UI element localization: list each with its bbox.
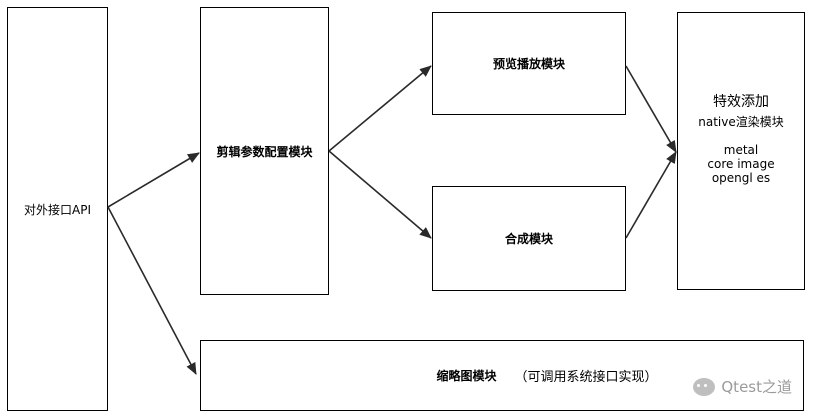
effects-node: 特效添加 native渲染模块 metal core image opengl … — [677, 12, 805, 290]
thumbnail-node-label: 缩略图模块 — [436, 369, 497, 383]
wechat-icon — [693, 377, 716, 396]
edge-config-combine — [328, 150, 432, 239]
effects-line-opengl: opengl es — [711, 171, 771, 185]
api-node-label: 对外接口API — [24, 202, 91, 217]
thumbnail-node: 缩略图模块 （可调用系统接口实现） — [200, 340, 804, 411]
effects-line-coreimage: core image — [707, 157, 775, 171]
api-node: 对外接口API — [7, 7, 108, 411]
edge-combine-effects — [625, 151, 677, 239]
thumbnail-node-note: （可调用系统接口实现） — [514, 370, 658, 385]
preview-node-label: 预览播放模块 — [492, 57, 565, 71]
preview-node: 预览播放模块 — [432, 12, 626, 115]
combine-node-label: 合成模块 — [504, 232, 553, 246]
effects-line-metal: metal — [723, 143, 759, 157]
edge-api-config — [107, 152, 200, 208]
effects-subtitle: native渲染模块 — [698, 115, 784, 129]
config-node-label: 剪辑参数配置模块 — [216, 144, 313, 159]
edge-api-thumbnail — [107, 206, 197, 375]
effects-title: 特效添加 — [713, 94, 769, 110]
watermark-text: Qtest之道 — [721, 378, 792, 396]
combine-node: 合成模块 — [432, 186, 626, 291]
edge-config-preview — [328, 65, 432, 152]
config-node: 剪辑参数配置模块 — [200, 7, 329, 295]
watermark: Qtest之道 — [693, 376, 792, 397]
edge-preview-effects — [625, 65, 677, 153]
